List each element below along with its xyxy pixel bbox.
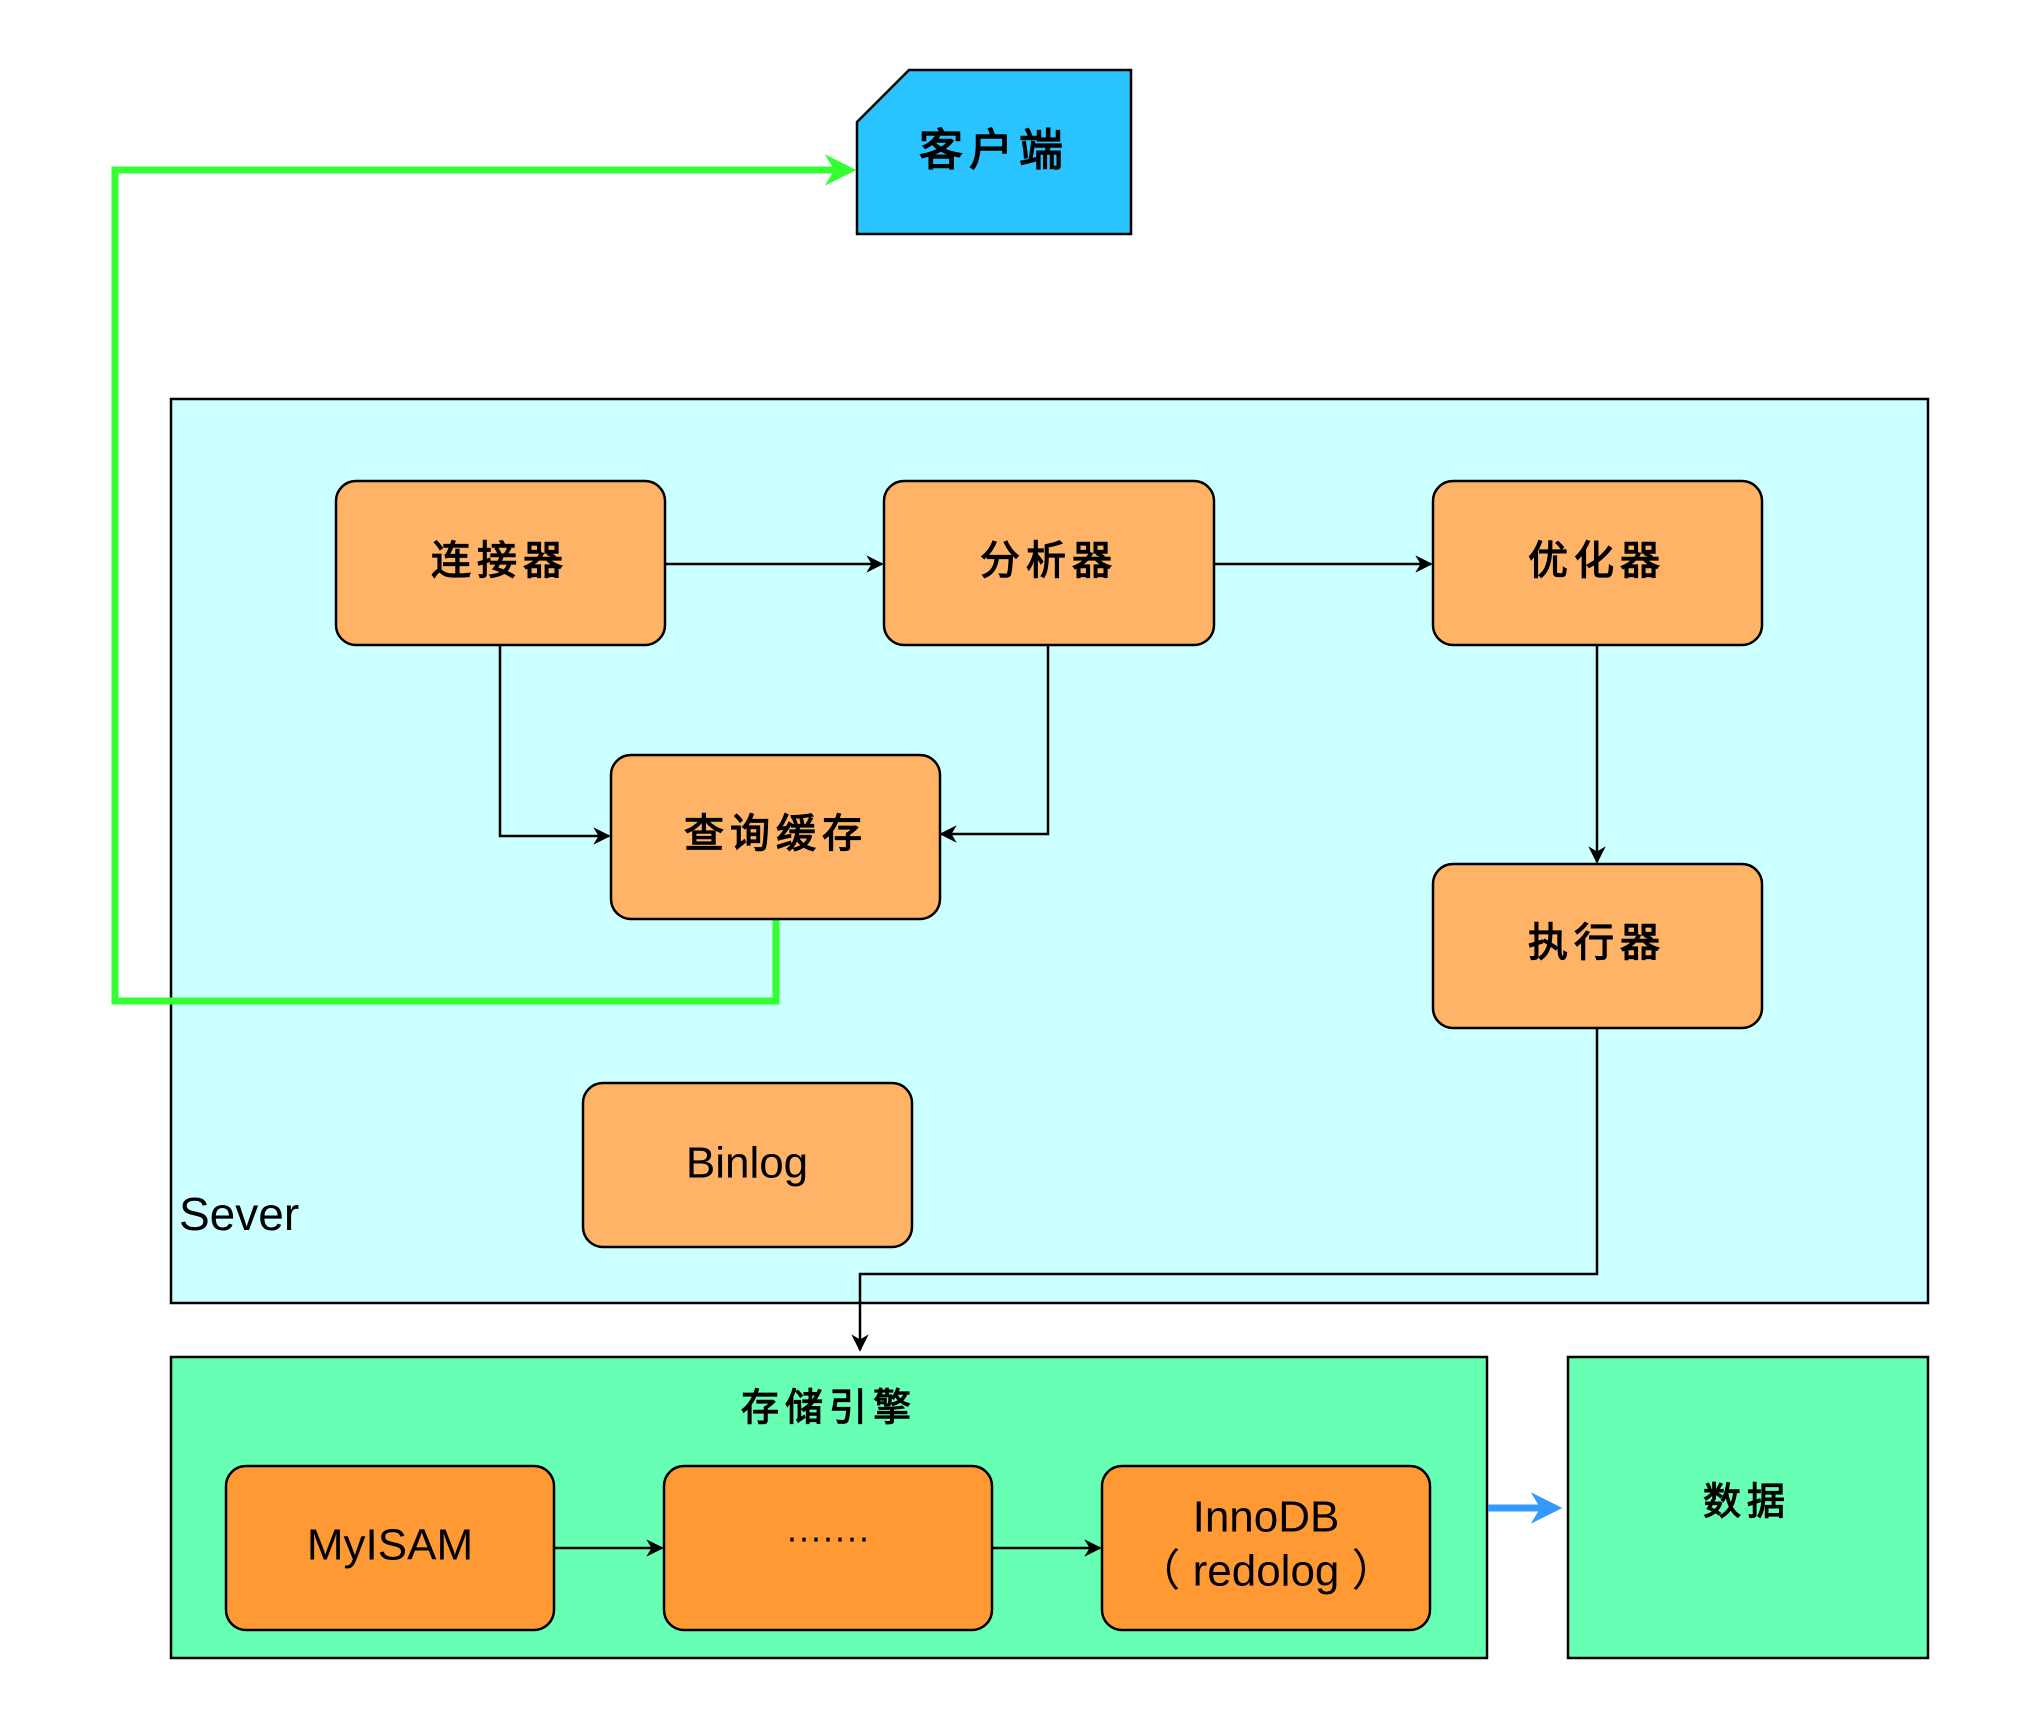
myisam-label: MyISAM <box>307 1521 473 1570</box>
cache-to-client-return-arrow <box>111 154 857 1005</box>
query-cache-label: 查询缓存 <box>684 811 868 857</box>
client-card <box>855 68 1133 236</box>
myisam-engine-node: MyISAM <box>224 1464 556 1632</box>
binlog-node: Binlog <box>581 1081 914 1249</box>
connector-node: 连接器 <box>334 479 667 647</box>
analyzer-node: 分析器 <box>882 479 1216 647</box>
client-label: 客户端 <box>919 125 1069 176</box>
executor-to-storage-arrow <box>851 1028 1599 1352</box>
data-label: 数据 <box>1703 1480 1791 1524</box>
query-cache-node: 查询缓存 <box>609 753 942 921</box>
analyzer-label: 分析器 <box>980 538 1118 584</box>
other-engines-label: ······· <box>786 1517 870 1558</box>
other-engines-node: ······· <box>662 1464 994 1632</box>
optimizer-node: 优化器 <box>1431 479 1764 647</box>
binlog-label: Binlog <box>686 1139 808 1188</box>
connector-to-cache-arrow <box>498 645 611 845</box>
optimizer-label: 优化器 <box>1528 538 1666 584</box>
storage-engine-title: 存储引擎 <box>741 1386 917 1430</box>
analyzer-to-cache-arrow <box>939 645 1050 843</box>
executor-node: 执行器 <box>1431 862 1764 1030</box>
server-label: Sever <box>179 1188 299 1240</box>
innodb-redolog-label: （ redolog ） <box>1136 1547 1395 1596</box>
executor-label: 执行器 <box>1528 920 1666 966</box>
innodb-label: InnoDB <box>1193 1493 1340 1542</box>
connector-label: 连接器 <box>431 538 569 584</box>
data-box <box>1566 1355 1930 1660</box>
innodb-engine-node: InnoDB （ redolog ） <box>1100 1464 1432 1632</box>
